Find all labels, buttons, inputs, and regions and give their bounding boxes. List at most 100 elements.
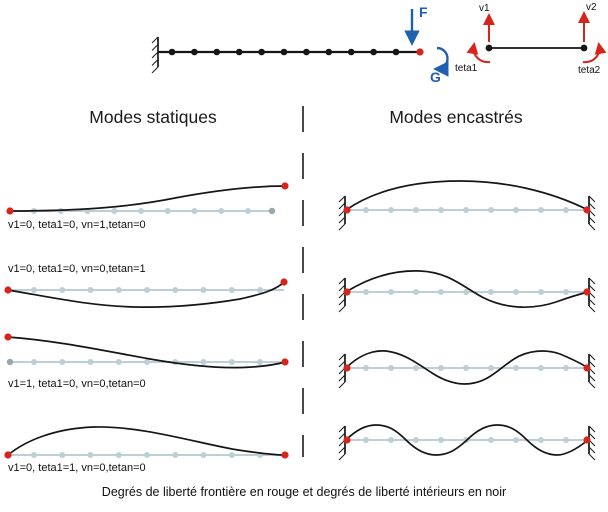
beam-node-dot <box>115 452 122 458</box>
boundary-dot-right <box>280 278 288 286</box>
beam-node-dot <box>280 48 288 56</box>
baseline-nodes <box>31 359 263 365</box>
static-mode-2: v1=0, teta1=0, vn=0,tetan=1 <box>4 263 288 309</box>
beam-node-dot <box>200 359 207 365</box>
beam-node-dot <box>347 48 355 56</box>
mode-label: v1=0, teta1=0, vn=1,tetan=0 <box>8 219 146 231</box>
beam-node-dot <box>200 452 207 458</box>
wall-hatch-tick <box>588 425 596 433</box>
beam-node-dot <box>413 207 419 213</box>
figure-caption: Degrés de liberté frontière en rouge et … <box>102 485 506 499</box>
beam-node-dot <box>388 289 394 295</box>
beam-node-dot <box>370 48 377 56</box>
left-column-header: Modes statiques <box>89 107 217 127</box>
wall-hatch-tick <box>338 223 346 231</box>
beam-node-dot <box>172 287 179 293</box>
beam-node-dot <box>200 287 207 293</box>
wall-hatch-tick <box>338 202 346 210</box>
mode-label: v1=0, teta1=1, vn=0,tetan=0 <box>8 462 146 474</box>
static-mode-4: v1=0, teta1=1, vn=0,tetan=0 <box>4 426 289 474</box>
beam-node-dot <box>463 289 469 295</box>
wall-hatch-tick <box>338 360 346 368</box>
boundary-dot-left <box>343 364 351 372</box>
mode-shape-curve <box>345 350 589 385</box>
clamped-mode-3 <box>338 350 596 389</box>
beam-node-dot <box>488 365 494 371</box>
beam-node-dot <box>164 208 171 214</box>
wall-hatch-tick <box>151 59 159 66</box>
baseline-end-dot <box>268 207 276 215</box>
wall-hatch-tick <box>588 360 596 368</box>
beam-node-dot <box>438 437 444 443</box>
beam-node-dot <box>563 437 569 443</box>
beam-node-dot <box>325 48 333 56</box>
beam-node-dot <box>438 289 444 295</box>
v1-label: v1 <box>479 3 490 14</box>
static-mode-3: v1=1, teta1=0, vn=0,tetan=0 <box>4 333 289 390</box>
beam-node-dot <box>218 208 225 214</box>
boundary-dot-left <box>343 288 351 296</box>
beam-node-dot <box>138 208 144 214</box>
beam-node-dot <box>538 365 544 371</box>
wall-hatch-tick <box>588 216 596 224</box>
boundary-dot-right <box>583 364 591 372</box>
fixed-support-right-icon <box>588 195 596 231</box>
wall-hatch-tick <box>588 353 596 361</box>
boundary-dot-right <box>583 206 591 214</box>
beam-node-dot <box>363 207 369 213</box>
beam-node-dot <box>388 437 394 443</box>
beam-node-dot <box>144 287 150 293</box>
beam-node-dot <box>31 287 37 293</box>
baseline-nodes <box>363 365 569 371</box>
beam-node-dot <box>463 365 469 371</box>
beam-node-dot <box>144 452 150 458</box>
baseline-nodes <box>363 207 569 213</box>
boundary-dot-left <box>6 207 14 215</box>
wall-hatch-tick <box>338 195 346 203</box>
wall-hatch-tick <box>338 305 346 313</box>
beam-node-dot <box>144 359 150 365</box>
beam-node-dot <box>538 289 544 295</box>
mode-shape-curve <box>9 185 286 212</box>
wall-hatch-tick <box>588 284 596 292</box>
wall-hatch-tick <box>338 353 346 361</box>
boundary-dot-left <box>343 436 351 444</box>
fixed-support-left-icon <box>338 195 346 231</box>
wall-hatch-tick <box>588 432 596 440</box>
baseline-end-dot <box>6 358 14 366</box>
fixed-support-left-icon <box>338 353 346 389</box>
wall-hatch-tick <box>588 202 596 210</box>
beam-interior-nodes <box>168 48 400 56</box>
fixed-support-icon <box>151 36 159 74</box>
boundary-dot-left <box>4 286 12 294</box>
beam-node-dot <box>388 365 394 371</box>
beam-node-dot <box>59 287 66 293</box>
wall-hatch-tick <box>588 446 596 454</box>
clamped-mode-1 <box>338 180 596 231</box>
boundary-dot-left <box>4 451 12 459</box>
baseline-nodes <box>363 289 569 295</box>
wall-hatch-tick <box>588 223 596 231</box>
beam-node-dot <box>168 48 176 56</box>
beam-node-dot <box>563 289 569 295</box>
beam-node-dot <box>538 437 544 443</box>
beam-node-dot <box>257 287 263 293</box>
fixed-support-left-icon <box>338 425 346 461</box>
beam-node-dot <box>488 437 494 443</box>
beam-node-dot <box>87 452 94 458</box>
beam-node-dot <box>388 207 394 213</box>
beam-element-diagram: v1 v2 teta1 teta2 <box>455 2 607 76</box>
boundary-node-dot <box>416 48 424 56</box>
mode-shape-curve <box>345 424 589 456</box>
beam-node-dot <box>513 437 519 443</box>
wall-hatch-tick <box>151 36 159 44</box>
moment-arrow-icon <box>433 46 449 77</box>
clamped-mode-2 <box>338 270 596 313</box>
wall-hatch-tick <box>338 446 346 454</box>
beam-node-dot <box>228 452 235 458</box>
wall-hatch-tick <box>338 216 346 224</box>
beam-node-dot <box>563 365 569 371</box>
fixed-support-right-icon <box>588 277 596 313</box>
